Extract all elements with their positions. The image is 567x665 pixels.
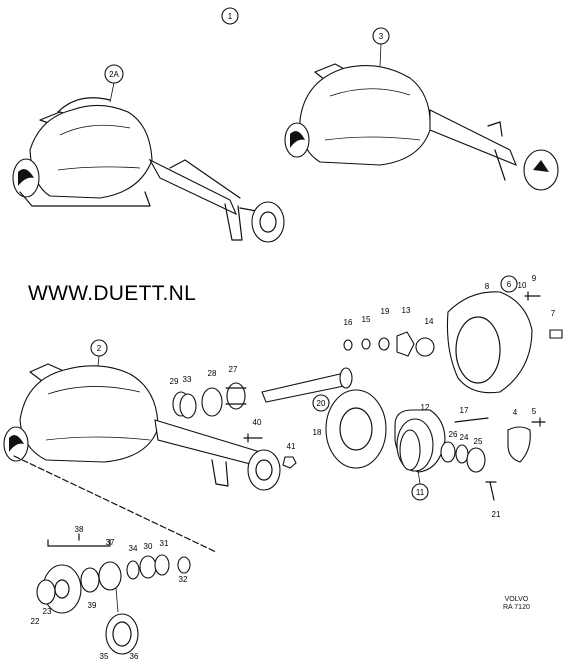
axle-housing-3-drawing (284, 63, 559, 191)
part-label-4: 4 (513, 408, 518, 417)
part-label-29: 29 (170, 377, 179, 386)
part-label-21: 21 (492, 510, 501, 519)
part-label-15: 15 (362, 315, 371, 324)
output-parts-drawing (13, 455, 217, 655)
svg-text:3: 3 (379, 32, 384, 41)
part-label-28: 28 (208, 369, 217, 378)
assembly-label-1: 1 (221, 7, 239, 25)
part-label-8: 8 (485, 282, 490, 291)
part-label-9: 9 (532, 274, 537, 283)
part-label-17: 17 (460, 406, 469, 415)
part-label-41: 41 (287, 442, 296, 451)
part-label-16: 16 (344, 318, 353, 327)
svg-text:1: 1 (228, 12, 233, 21)
part-label-31: 31 (160, 539, 169, 548)
svg-text:20: 20 (317, 399, 326, 408)
assembly-label-2a: 2A (104, 64, 124, 103)
part-label-24: 24 (460, 433, 469, 442)
pinion-parts-drawing (172, 367, 353, 469)
part-label-36: 36 (130, 652, 139, 661)
part-label-14: 14 (425, 317, 434, 326)
part-label-37: 37 (106, 538, 115, 547)
part-label-40: 40 (253, 418, 262, 427)
assembly-label-3: 3 (372, 27, 390, 67)
part-label-10: 10 (518, 281, 527, 290)
part-label-13: 13 (402, 306, 411, 315)
part-label-12: 12 (421, 403, 430, 412)
part-label-25: 25 (474, 437, 483, 446)
volvo-stamp: VOLVO RA 7120 (503, 596, 530, 612)
part-label-34: 34 (129, 544, 138, 553)
svg-text:2: 2 (97, 344, 102, 353)
differential-parts-drawing (325, 291, 563, 501)
part-label-22: 22 (31, 617, 40, 626)
stamp-line-1: VOLVO (504, 596, 529, 603)
assembly-label-11: 11 (411, 469, 429, 501)
part-label-27: 27 (229, 365, 238, 374)
part-label-18: 18 (313, 428, 322, 437)
part-label-32: 32 (179, 575, 188, 584)
assembly-label-6: 6 (500, 275, 518, 293)
assembly-label-2: 2 (90, 339, 108, 367)
watermark-text: WWW.DUETT.NL (28, 282, 197, 305)
svg-text:2A: 2A (109, 70, 119, 79)
part-label-39: 39 (88, 601, 97, 610)
stamp-line-2: RA 7120 (503, 604, 530, 611)
svg-text:11: 11 (416, 488, 425, 497)
part-label-30: 30 (144, 542, 153, 551)
part-label-23: 23 (43, 607, 52, 616)
part-label-7: 7 (551, 309, 556, 318)
axle-housing-2a-drawing (12, 97, 285, 243)
part-label-35: 35 (100, 652, 109, 661)
part-label-38: 38 (75, 525, 84, 534)
axle-housing-2-drawing (3, 363, 281, 491)
assembly-label-20: 20 (312, 394, 330, 412)
part-label-33: 33 (183, 375, 192, 384)
part-label-5: 5 (532, 407, 537, 416)
part-label-26: 26 (449, 430, 458, 439)
svg-text:6: 6 (507, 280, 512, 289)
part-label-19: 19 (381, 307, 390, 316)
